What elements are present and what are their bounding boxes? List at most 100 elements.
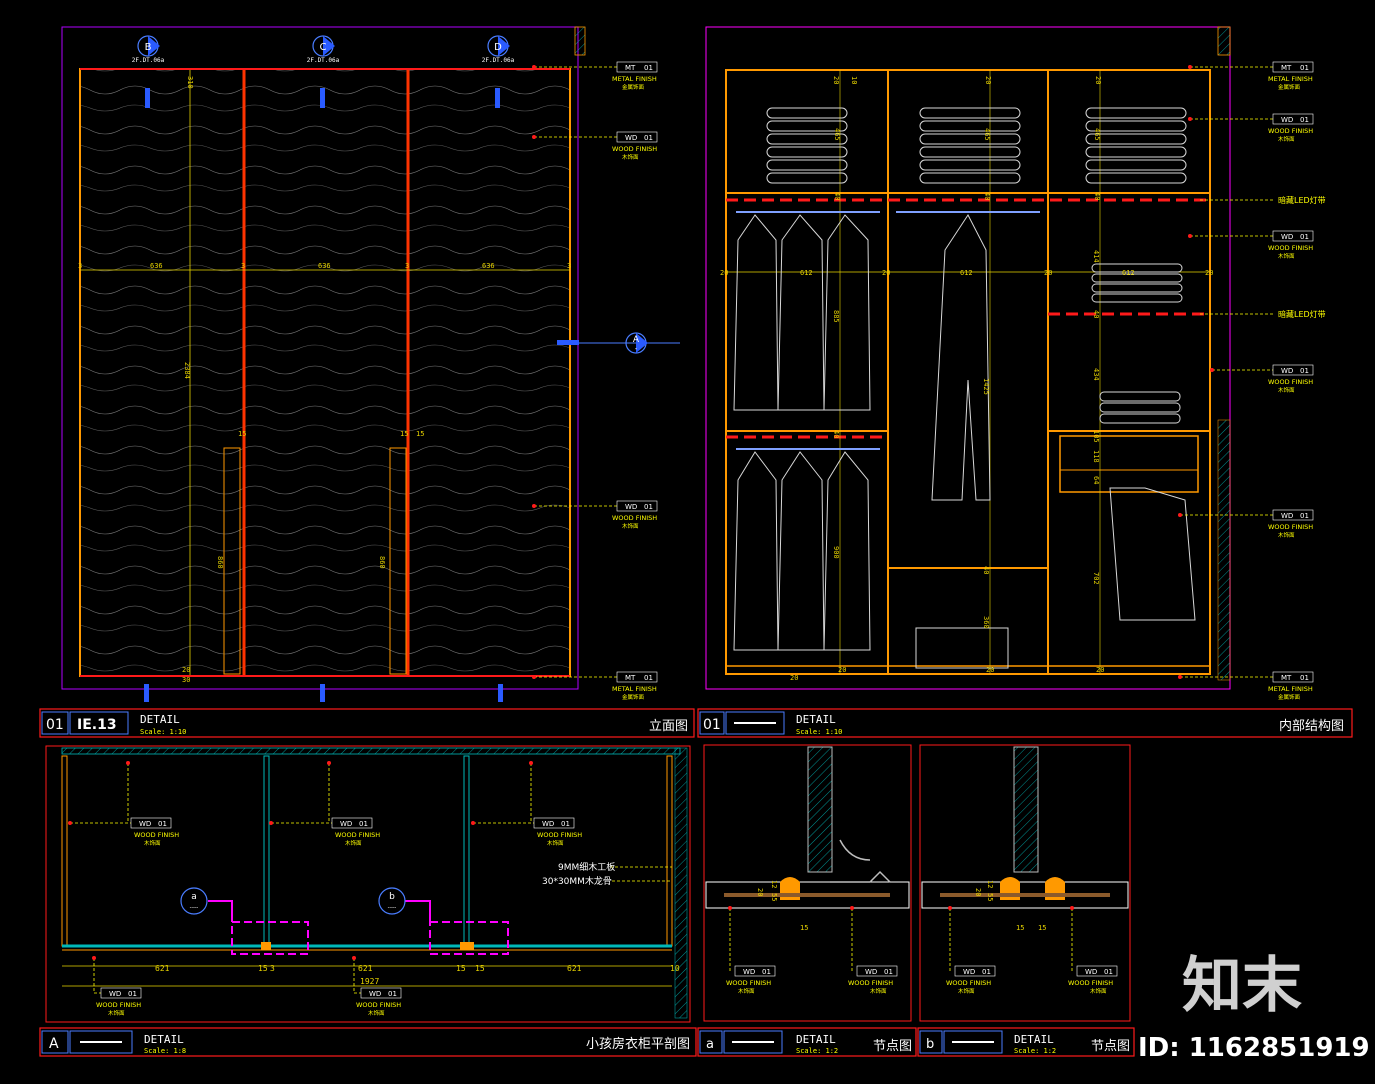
view-name: 内部结构图 — [1279, 718, 1344, 734]
section-letter: A — [633, 335, 640, 345]
view-name: 小孩房衣柜平剖图 — [586, 1036, 690, 1052]
interior-title-bar: 01 DETAIL Scale: 1:10 内部结构图 — [697, 708, 1353, 738]
node-a-tag-0: WD 01 WOOD FINISH 木饰面 — [726, 906, 776, 995]
handle-profile — [460, 942, 474, 950]
node-a-view: 20 12 55 15 WD 01 WOOD FINISH 木饰面 WD 01 … — [703, 744, 912, 1022]
tag-material-cn: 木饰面 — [345, 839, 362, 847]
tag-material-cn: 木饰面 — [958, 987, 975, 995]
dim-text: 860 — [378, 556, 386, 569]
tag-num: 01 — [644, 134, 653, 142]
tag-material: WOOD FINISH — [1068, 979, 1113, 987]
tag-code: WD — [865, 968, 877, 976]
wall-hatch — [1217, 419, 1231, 681]
led-note: 暗藏LED灯带 — [1278, 309, 1326, 319]
tag-code: WD — [542, 820, 554, 828]
folded-clothes — [766, 107, 1187, 424]
interior-tag-5: MT 01 METAL FINISH 金属饰面 — [1178, 671, 1314, 701]
tag-material-cn: 金属饰面 — [1278, 693, 1301, 701]
brand-logo: 知末 — [1182, 951, 1302, 1021]
tag-num: 01 — [359, 820, 368, 828]
tag-num: 01 — [561, 820, 570, 828]
tag-num: 01 — [1300, 512, 1309, 520]
wall-hatch — [574, 26, 586, 56]
node-b-view: 20 12 55 15 15 WD 01 WOOD FINISH 木饰面 WD … — [919, 744, 1131, 1022]
tag-material: WOOD FINISH — [335, 831, 380, 839]
dim-text: 1927 — [360, 977, 379, 986]
side-panel — [61, 755, 68, 947]
back-panel — [61, 747, 681, 755]
dim-text: 15 — [475, 964, 485, 973]
plan-tag-2: WD 01 WOOD FINISH 木饰面 — [471, 761, 582, 847]
elevation-tag-2: WD 01 WOOD FINISH 木饰面 — [532, 500, 658, 530]
dim-text: 702 — [1092, 572, 1100, 585]
interior-tag-3: WD 01 WOOD FINISH 木饰面 — [1210, 364, 1314, 394]
tag-num: 01 — [884, 968, 893, 976]
title-scale: Scale: 1:10 — [140, 728, 186, 736]
tag-num: 01 — [128, 990, 137, 998]
door-handle — [223, 447, 241, 675]
plan-section-view: a ---- b ---- 9MM细木工板 30*30MM木龙骨 621 15 … — [45, 745, 691, 1023]
dim-text: 105 — [1092, 430, 1100, 443]
tag-material-cn: 金属饰面 — [622, 83, 645, 91]
led-label-1: 暗藏LED灯带 — [1200, 195, 1326, 205]
partition-panel — [463, 755, 470, 947]
interior-tag-2: WD 01 WOOD FINISH 木饰面 — [1188, 230, 1314, 260]
node-b-tag-0: WD 01 WOOD FINISH 木饰面 — [946, 906, 996, 995]
interior-tag-0: MT 01 METAL FINISH 金属饰面 — [1188, 61, 1314, 91]
tag-num: 01 — [1300, 116, 1309, 124]
dim-text: 10 — [670, 964, 680, 973]
tag-num: 01 — [1300, 674, 1309, 682]
node-a-title-bar: a DETAIL Scale: 1:2 节点图 — [697, 1027, 917, 1057]
dim-text: 20 — [882, 269, 890, 277]
tag-material: WOOD FINISH — [537, 831, 582, 839]
dim-text: 3 — [270, 964, 275, 973]
marker-b: B 2F.DT.06a — [132, 35, 165, 108]
node-b-title-bar: b DETAIL Scale: 1:2 节点图 — [917, 1027, 1135, 1057]
callout-b: b ---- — [378, 887, 406, 915]
dim-text: 20 — [790, 674, 798, 682]
dim-text: 20 — [986, 666, 994, 674]
interior-tag-4: WD 01 WOOD FINISH 木饰面 — [1178, 509, 1314, 539]
title-index: 01 — [703, 717, 721, 733]
dim-text: 20 — [182, 666, 190, 674]
dim-text: 20 — [1096, 666, 1104, 674]
tag-code: WD — [963, 968, 975, 976]
dim-text: 1425 — [982, 378, 990, 395]
tag-num: 01 — [1300, 233, 1309, 241]
dim-text: 20 — [756, 888, 764, 896]
dim-text: 636 — [150, 262, 163, 270]
tag-material: WOOD FINISH — [946, 979, 991, 987]
tag-material-cn: 木饰面 — [622, 522, 639, 530]
dim-text: 15 — [800, 924, 808, 932]
section-cut-mark — [144, 684, 149, 702]
dim-text: 12 — [986, 880, 994, 888]
dim-text: 55 — [770, 893, 778, 901]
drawer — [1059, 435, 1199, 493]
dim-text: 20 — [974, 888, 982, 896]
hanging-rods — [736, 211, 1040, 450]
tag-code: WD — [1085, 968, 1097, 976]
tag-material-cn: 木饰面 — [547, 839, 564, 847]
section-cut-mark — [498, 684, 503, 702]
title-index: b — [926, 1037, 934, 1052]
tag-material: METAL FINISH — [612, 75, 657, 83]
dim-text: 414 — [1092, 250, 1100, 263]
dim-text: 15 — [416, 430, 424, 438]
tag-code: WD — [109, 990, 121, 998]
wall-hatch — [674, 747, 688, 1019]
tag-material: WOOD FINISH — [848, 979, 893, 987]
dim-text: 310 — [186, 76, 194, 89]
dim-text: 636 — [482, 262, 495, 270]
node-a-tag-1: WD 01 WOOD FINISH 木饰面 — [848, 906, 898, 995]
tag-material: WOOD FINISH — [1268, 523, 1313, 531]
wardrobe-face — [79, 68, 571, 677]
marker-letter: D — [494, 42, 502, 53]
dim-text: 40 — [832, 430, 840, 438]
title-index: A — [49, 1036, 59, 1052]
title-detail: DETAIL — [144, 1033, 184, 1046]
interior-view: 20 10 20 20 465 465 465 40 40 40 612 612… — [705, 26, 1326, 701]
tag-code: MT — [625, 674, 636, 682]
hardware — [839, 839, 871, 861]
led-label-2: 暗藏LED灯带 — [1200, 309, 1326, 319]
